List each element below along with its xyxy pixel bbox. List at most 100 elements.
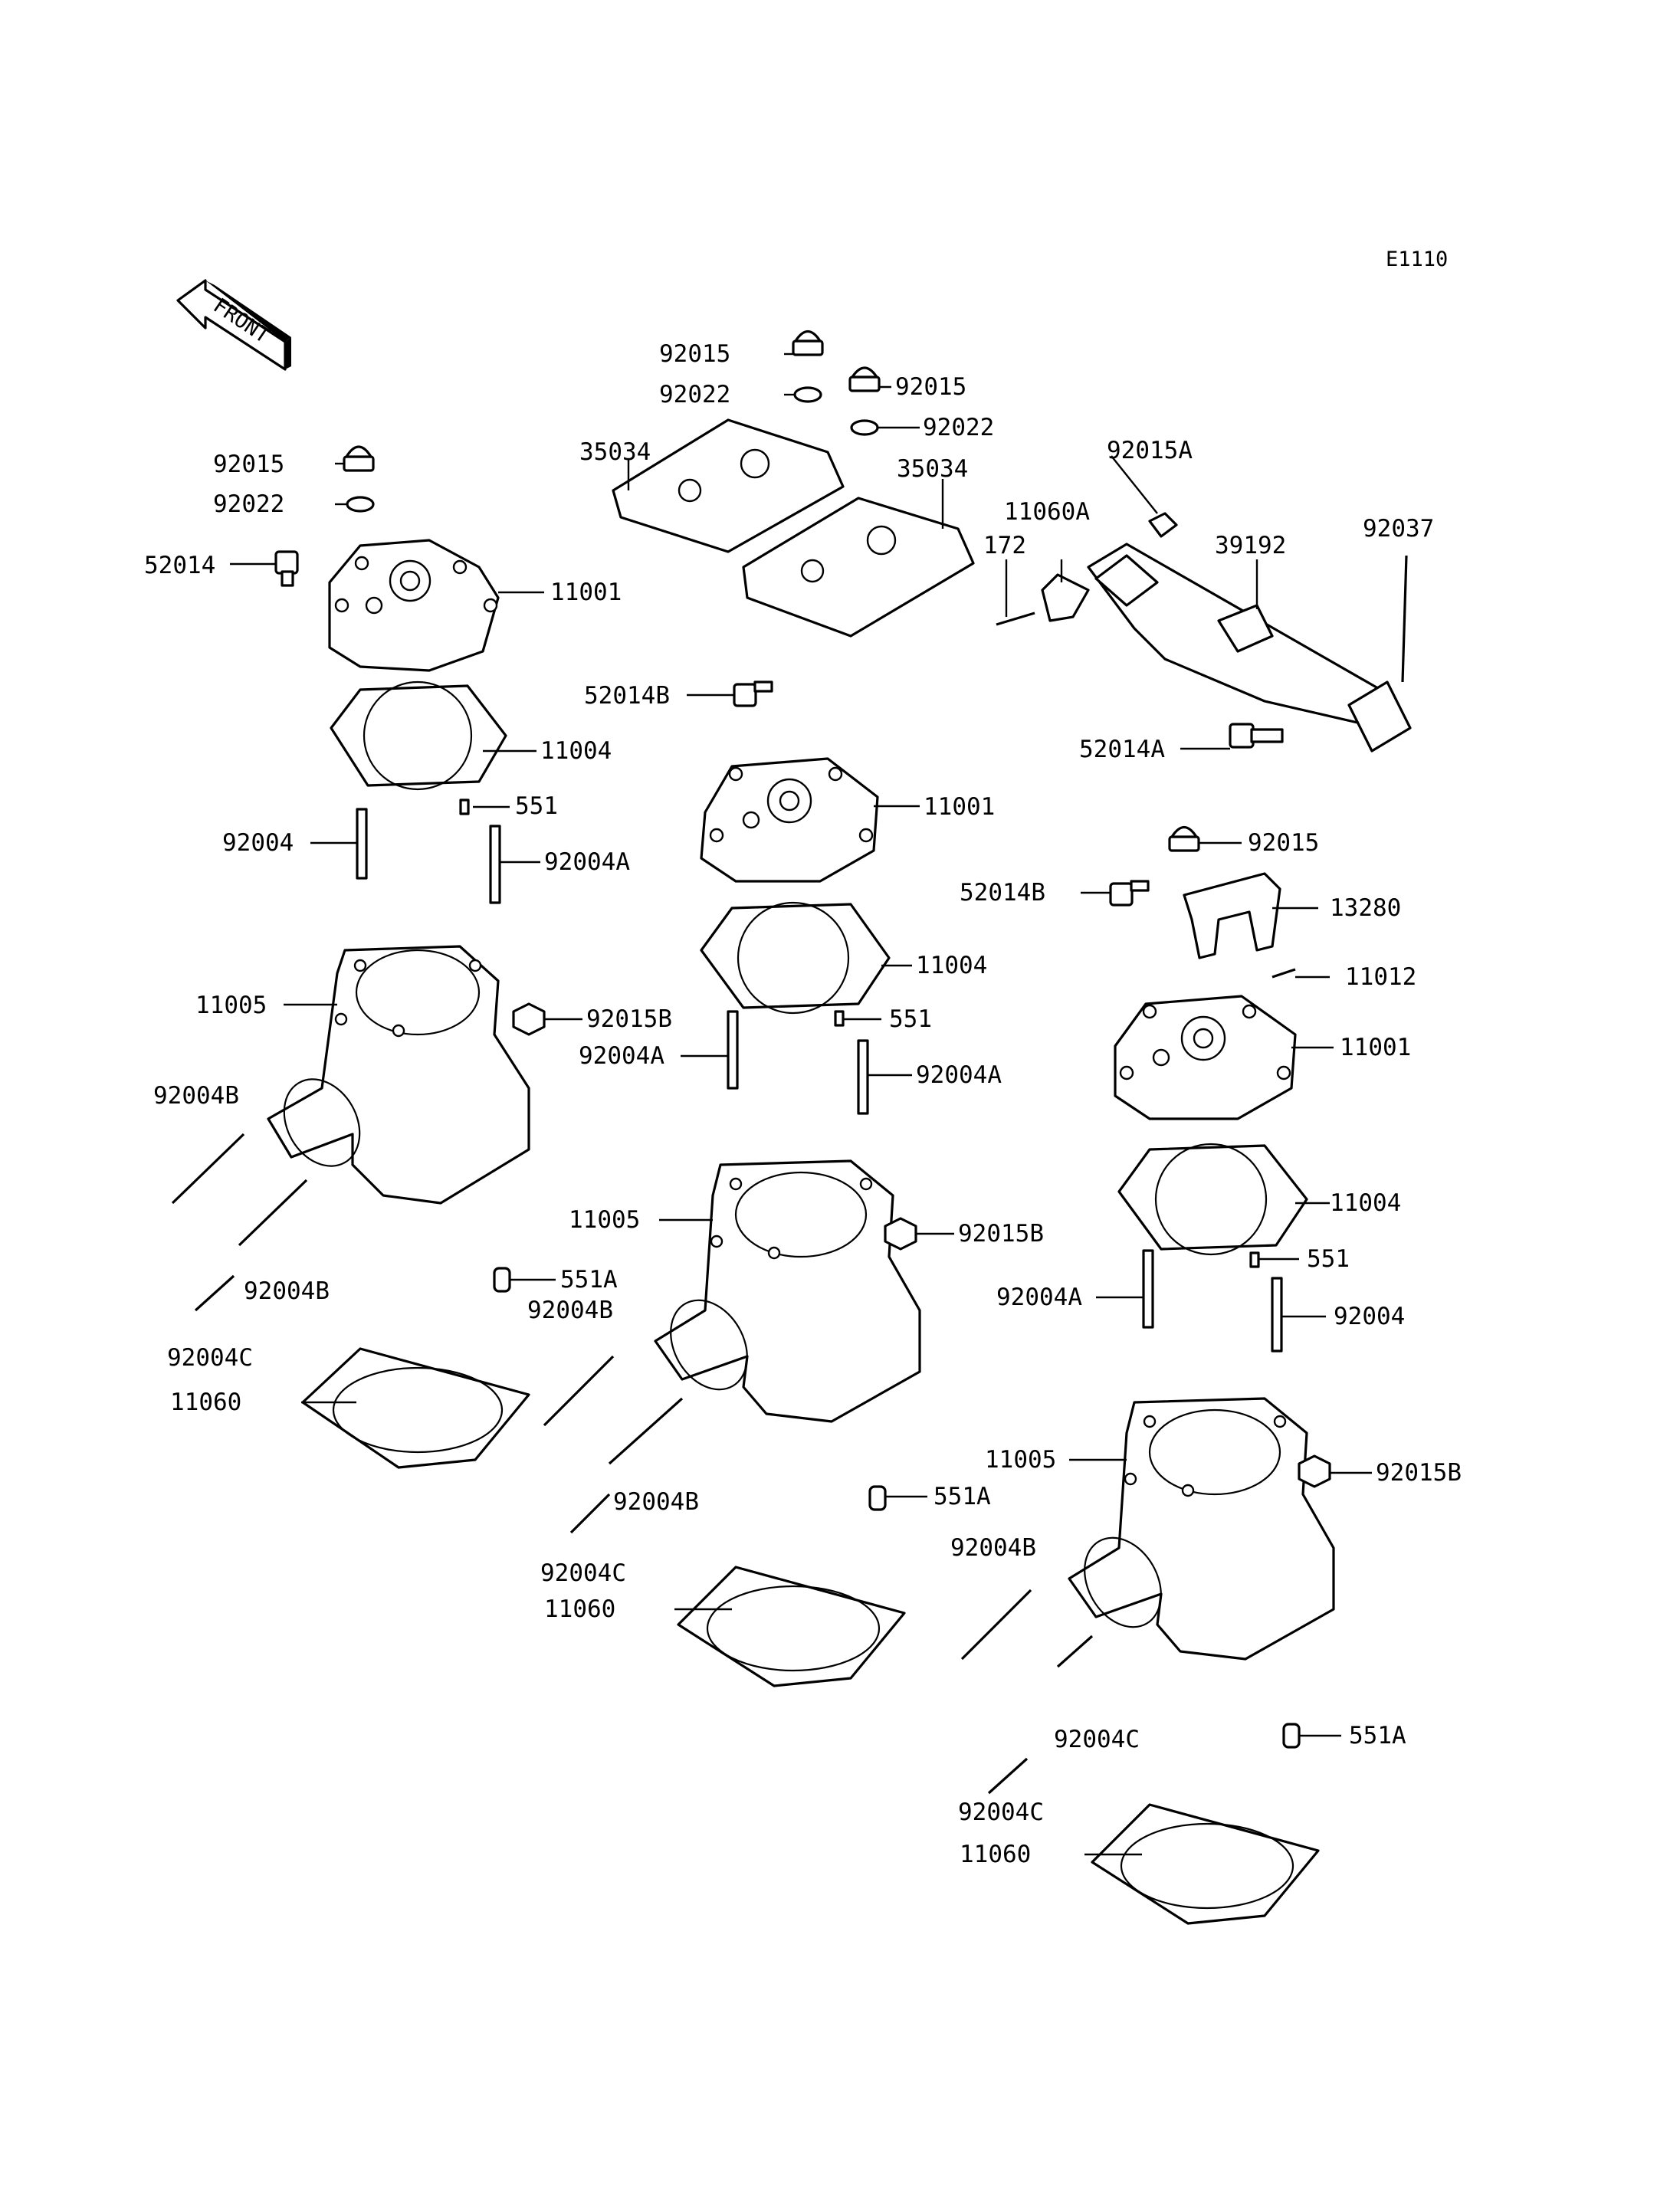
cylinder-head-11001-middle	[700, 757, 879, 883]
label-92004a: 92004A	[916, 1061, 1002, 1089]
washer-92022-left	[346, 496, 375, 513]
dowel-551a-right	[1282, 1723, 1301, 1749]
label-11001: 11001	[924, 793, 995, 821]
cylinder-11005-middle	[654, 1159, 921, 1423]
label-551: 551	[889, 1005, 932, 1033]
right-cylinder-group	[960, 512, 1412, 1925]
label-11004: 11004	[540, 737, 612, 765]
fitting-52014a	[1229, 723, 1284, 749]
label-92015b: 92015B	[1376, 1459, 1462, 1487]
label-39192: 39192	[1215, 532, 1286, 559]
label-551: 551	[515, 792, 558, 820]
label-92004b: 92004B	[244, 1277, 330, 1305]
label-11060: 11060	[544, 1595, 615, 1623]
label-11001: 11001	[1340, 1034, 1411, 1061]
cap-nut-92015-right	[1168, 825, 1200, 852]
dowel-551a-middle	[868, 1485, 887, 1511]
label-92004b: 92004B	[613, 1488, 699, 1516]
label-92015: 92015	[213, 451, 284, 478]
callout-labels: 92015 92022 92015 92022 35034 35034 9201…	[144, 340, 1462, 1868]
fitting-52014b-right	[1109, 880, 1150, 907]
washer-92022-middle-b	[850, 419, 879, 436]
label-11005: 11005	[985, 1446, 1056, 1474]
fitting-52014b-middle	[733, 680, 773, 707]
cylinder-head-11001-right	[1114, 995, 1297, 1120]
leader-lines	[230, 353, 1372, 1856]
label-92004c: 92004C	[540, 1559, 626, 1587]
head-gasket-11004-right	[1117, 1143, 1308, 1256]
left-cylinder-group	[171, 445, 546, 1469]
label-11060: 11060	[170, 1389, 241, 1416]
flange-nut-92015b-middle	[884, 1217, 917, 1251]
label-92004c: 92004C	[167, 1344, 253, 1372]
label-92004b: 92004B	[153, 1082, 239, 1110]
dowel-551-right	[1249, 1251, 1260, 1268]
label-92004: 92004	[222, 829, 294, 857]
label-92004: 92004	[1334, 1303, 1405, 1330]
bracket-13280	[1183, 872, 1281, 959]
label-92015b: 92015B	[958, 1220, 1044, 1248]
stud-92004c-left	[194, 1274, 235, 1312]
label-52014b: 52014B	[584, 682, 670, 710]
label-92004a: 92004A	[579, 1042, 664, 1070]
stud-92004a-middle-b	[857, 1039, 869, 1115]
label-92015: 92015	[1248, 829, 1319, 857]
cap-nut-92015-middle-a	[792, 330, 824, 356]
stud-92004c-right-a	[1056, 1635, 1094, 1668]
stud-92004c-middle	[569, 1493, 611, 1534]
head-gasket-11004-middle	[700, 901, 891, 1015]
base-gasket-11060-left	[301, 1347, 530, 1469]
label-92037: 92037	[1363, 515, 1434, 543]
label-92004c: 92004C	[958, 1799, 1044, 1826]
label-551a: 551A	[560, 1266, 618, 1294]
label-551a: 551A	[1349, 1722, 1406, 1749]
cap-nut-92015-middle-b	[848, 366, 881, 392]
stud-92004b-left-b	[238, 1179, 308, 1247]
label-92004b: 92004B	[527, 1297, 613, 1324]
fitting-52014	[274, 550, 299, 587]
water-pipe-39192	[1087, 543, 1412, 753]
bracket-35034-b	[742, 497, 975, 638]
middle-cylinder-group	[543, 330, 975, 1687]
label-11012: 11012	[1345, 963, 1416, 991]
label-92015b: 92015B	[586, 1005, 672, 1033]
label-92022: 92022	[213, 490, 284, 518]
label-92015a: 92015A	[1107, 437, 1193, 464]
label-92022: 92022	[923, 414, 994, 441]
label-11060: 11060	[960, 1841, 1031, 1868]
bolt-172	[996, 612, 1035, 626]
bolt-92015a	[1148, 512, 1178, 538]
label-92004c: 92004C	[1054, 1726, 1140, 1753]
stud-92004b-middle-a	[543, 1355, 615, 1427]
cylinder-11005-left	[267, 945, 530, 1205]
dowel-551a-left	[493, 1267, 511, 1293]
label-172: 172	[983, 532, 1026, 559]
cap-nut-92015-left	[343, 445, 375, 472]
diagram-code: E1110	[1386, 248, 1448, 271]
label-11005: 11005	[569, 1206, 640, 1234]
label-92015: 92015	[895, 373, 966, 401]
label-551a: 551A	[934, 1483, 991, 1510]
clip-11012	[1271, 968, 1296, 979]
label-11005: 11005	[195, 992, 267, 1019]
label-11004: 11004	[1330, 1189, 1401, 1217]
dowel-551-left	[459, 798, 470, 815]
label-35034: 35034	[897, 455, 968, 483]
label-92022: 92022	[659, 381, 730, 408]
stud-92004b-right	[960, 1589, 1032, 1661]
stud-92004-right	[1271, 1277, 1283, 1353]
stud-92004a-right	[1142, 1249, 1154, 1329]
cylinder-head-11001-left	[328, 539, 500, 672]
flange-nut-92015b-left	[512, 1002, 546, 1036]
stud-92004-left	[356, 808, 368, 880]
label-52014: 52014	[144, 552, 215, 579]
front-arrow-icon: FRONT	[176, 279, 291, 371]
dowel-551-middle	[834, 1010, 845, 1027]
label-92004b: 92004B	[950, 1534, 1036, 1562]
label-92004a: 92004A	[544, 848, 630, 876]
stud-92004b-left-a	[171, 1133, 245, 1205]
gasket-11060a	[1041, 573, 1090, 622]
washer-92022-middle-a	[793, 386, 822, 403]
label-52014a: 52014A	[1079, 736, 1165, 763]
label-92004a: 92004A	[996, 1284, 1082, 1311]
